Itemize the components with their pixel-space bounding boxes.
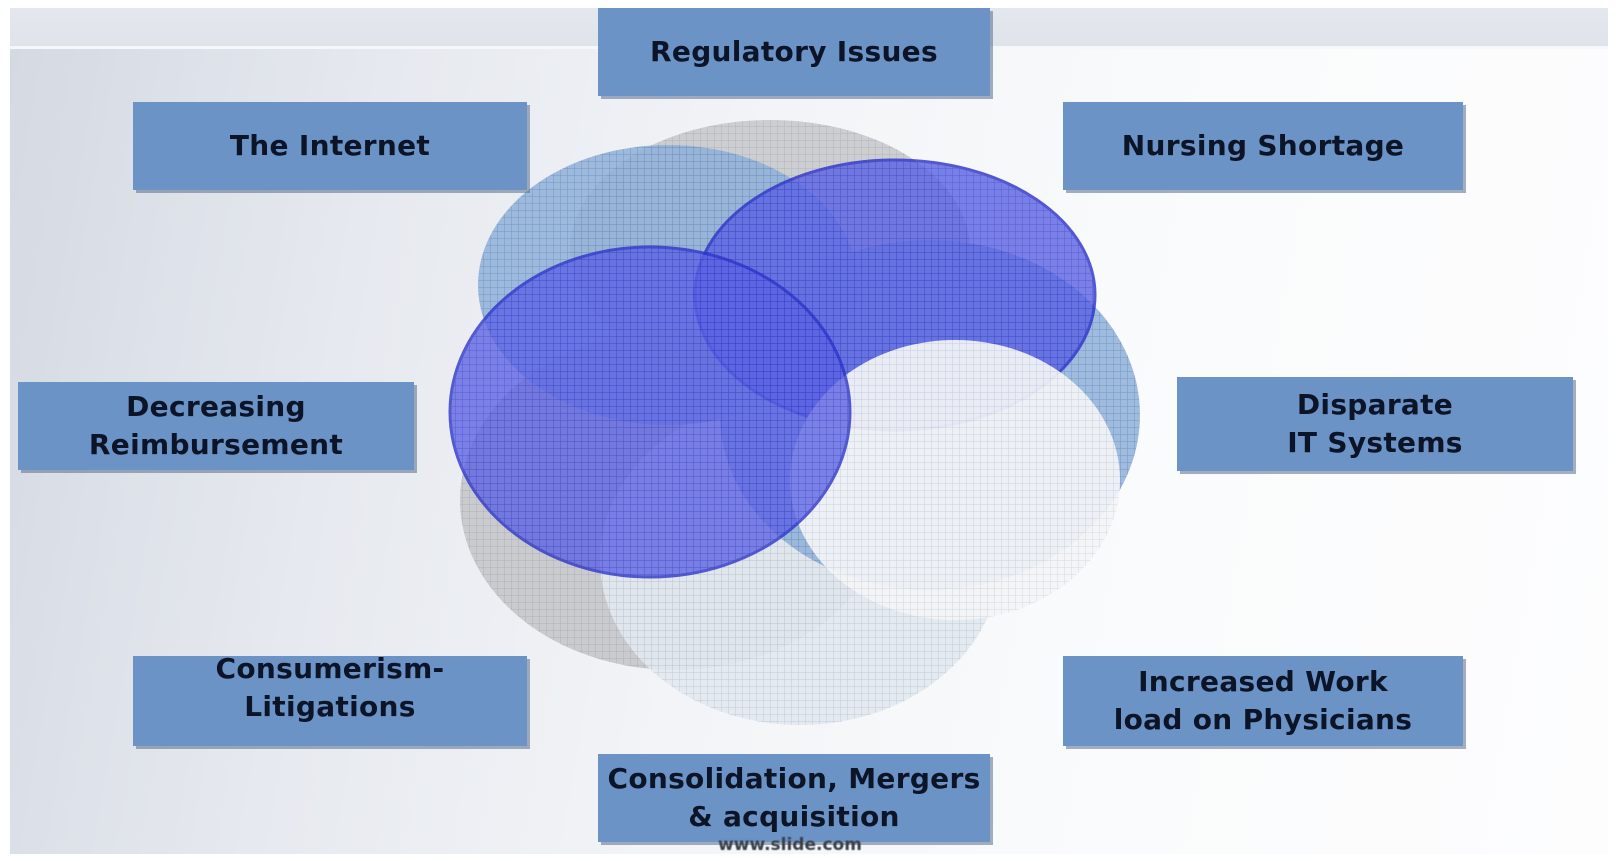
label-consumerism-litigations: Consumerism- Litigations: [133, 652, 527, 746]
label-regulatory-issues-text: Regulatory Issues: [650, 35, 938, 68]
circle-dark-blue-left: [448, 245, 852, 579]
label-increased-workload-text: Increased Work load on Physicians: [1113, 665, 1413, 736]
label-consumerism-litigations-text: Consumerism- Litigations: [215, 652, 445, 723]
circle-white-right: [790, 340, 1120, 620]
label-consolidation-mergers-text: Consolidation, Mergers & acquisition: [607, 762, 981, 833]
label-the-internet-text: The Internet: [229, 129, 431, 162]
label-nursing-shortage-text: Nursing Shortage: [1121, 129, 1405, 162]
label-decreasing-reimbursement: Decreasing Reimbursement: [18, 382, 414, 470]
label-increased-workload: Increased Work load on Physicians: [1063, 656, 1463, 746]
footer-url: www.slide.com: [718, 835, 862, 855]
label-regulatory-issues: Regulatory Issues: [598, 8, 990, 96]
label-decreasing-reimbursement-text: Decreasing Reimbursement: [88, 390, 344, 461]
label-disparate-it-systems-text: Disparate IT Systems: [1287, 388, 1463, 459]
label-consolidation-mergers: Consolidation, Mergers & acquisition: [598, 754, 990, 842]
label-disparate-it-systems: Disparate IT Systems: [1177, 377, 1573, 471]
label-nursing-shortage: Nursing Shortage: [1063, 102, 1463, 190]
label-the-internet: The Internet: [133, 102, 527, 190]
